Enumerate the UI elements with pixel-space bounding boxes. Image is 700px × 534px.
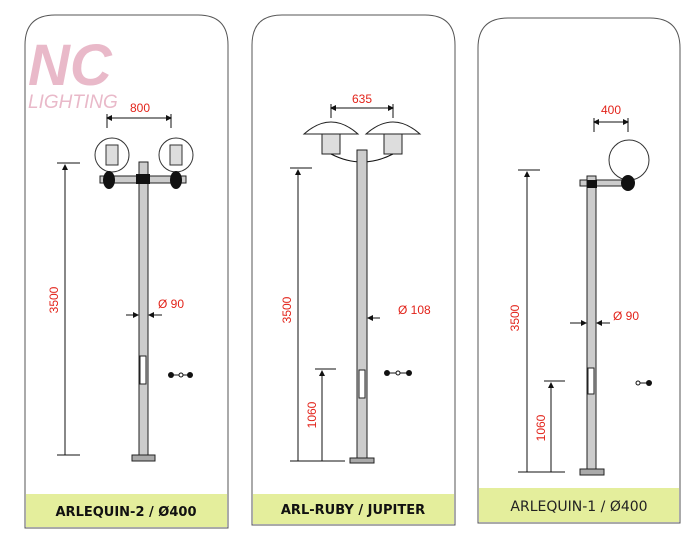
width-dimension: 635: [352, 92, 372, 106]
height-dimension: 3500: [508, 304, 522, 331]
connector-symbol: [168, 372, 193, 378]
panel-arlequin-1: ARLEQUIN-1 / Ø400 400 3500 1060 Ø 90: [477, 17, 681, 524]
caption-bar: [479, 488, 679, 522]
diameter-label: Ø 90: [613, 309, 639, 323]
width-dimension: 400: [601, 103, 621, 117]
logo-sub: LIGHTING: [28, 92, 118, 113]
panel-arlequin-2: ARLEQUIN-2 / Ø400 NC LIGHTING 800 3500 Ø…: [24, 14, 229, 529]
connector-symbol: [635, 380, 652, 386]
pole: [138, 161, 149, 456]
panel-arl-ruby: ARL-RUBY / JUPITER 635 3500 1060 Ø 108: [251, 14, 456, 526]
panel-frame: [477, 17, 681, 524]
panel-caption: ARL-RUBY / JUPITER: [281, 503, 425, 518]
width-dimension: 800: [130, 101, 150, 115]
diameter-label: Ø 90: [158, 297, 184, 311]
caption-bar: [26, 494, 227, 527]
pole-base: [349, 457, 375, 464]
lantern-hat-left: [302, 121, 360, 135]
door-height-dimension: 1060: [305, 401, 319, 428]
pole: [586, 175, 597, 471]
height-dimension: 3500: [280, 296, 294, 323]
logo-brand: NC: [28, 33, 113, 98]
height-dimension: 3500: [47, 286, 61, 313]
panel-frame: [251, 14, 456, 526]
pole: [356, 149, 368, 461]
pole-base: [131, 454, 156, 462]
door-height-dimension: 1060: [534, 414, 548, 441]
diameter-label: Ø 108: [398, 303, 431, 317]
caption-bar: [253, 494, 454, 524]
panel-caption: ARLEQUIN-2 / Ø400: [56, 505, 197, 520]
panel-caption: ARLEQUIN-1 / Ø400: [510, 499, 647, 515]
pole-base: [579, 468, 605, 476]
globe-lamp: [608, 139, 650, 181]
lantern-hat-right: [364, 121, 422, 135]
connector-symbol: [384, 370, 412, 376]
